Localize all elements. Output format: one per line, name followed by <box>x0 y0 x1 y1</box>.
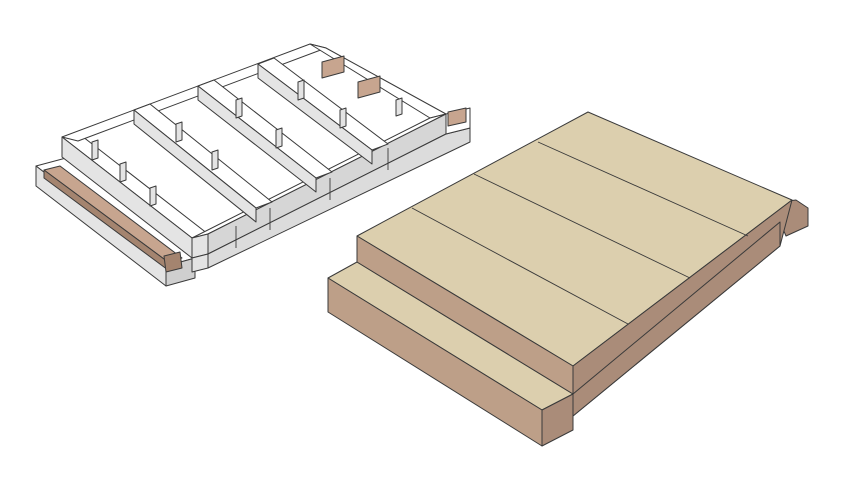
blocking <box>91 55 403 207</box>
platform-frame <box>61 43 471 273</box>
seam-2 <box>473 173 691 279</box>
finished-assembly <box>327 111 809 447</box>
seam-1 <box>411 207 629 325</box>
step-end-block <box>163 251 183 273</box>
joist-3-face <box>257 63 373 165</box>
platform-box <box>356 111 793 417</box>
front-legs <box>235 148 389 248</box>
base-rail-long <box>207 127 471 269</box>
step-frame <box>35 157 196 287</box>
block-d1 <box>297 79 305 101</box>
block-d2 <box>339 107 347 129</box>
platform-side-lower <box>572 221 781 417</box>
block-b1 <box>175 121 183 143</box>
step-box <box>327 261 574 447</box>
block-e1 <box>321 55 345 79</box>
step-side <box>541 393 574 447</box>
joist-1-face <box>133 109 257 223</box>
cross-joists <box>133 57 389 223</box>
seam-3 <box>537 141 749 237</box>
block-a2 <box>119 161 127 183</box>
block-e2 <box>357 75 381 99</box>
block-a1 <box>91 139 99 161</box>
block-c1 <box>235 97 243 119</box>
block-e3 <box>395 97 403 117</box>
block-c2 <box>275 127 283 149</box>
block-b2 <box>211 149 219 171</box>
plywood-seams <box>411 141 749 325</box>
base-end-block <box>447 107 467 127</box>
block-a3 <box>149 185 157 207</box>
frame-assembly <box>35 43 471 287</box>
